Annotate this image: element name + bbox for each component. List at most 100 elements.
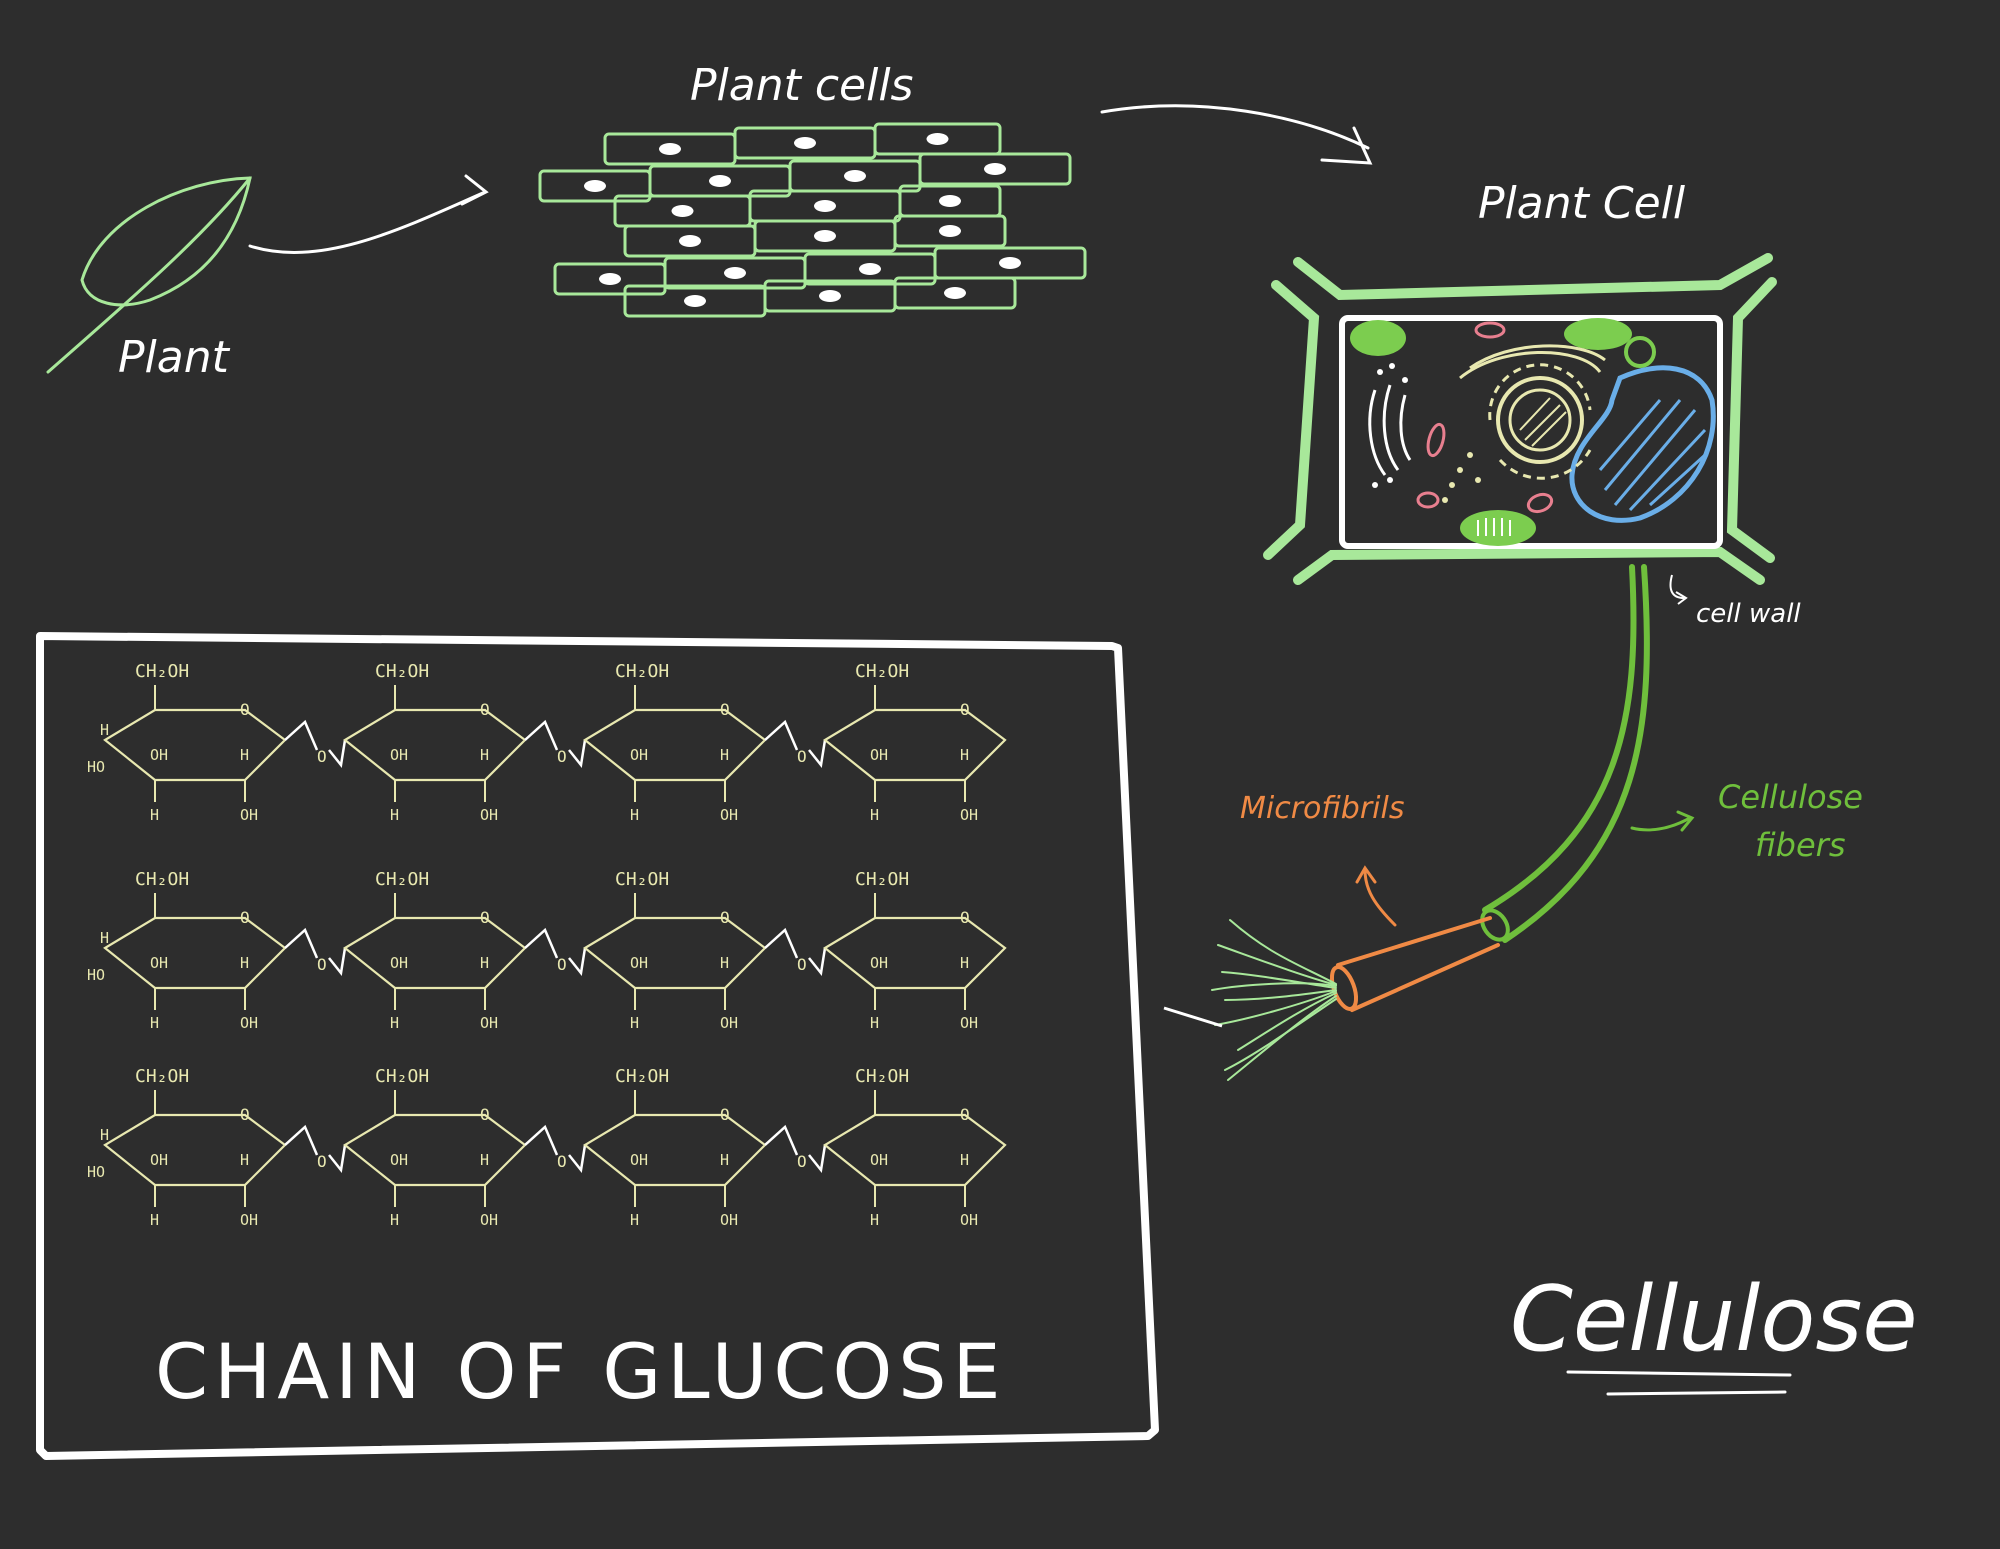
bridge-oxygen-label: O — [557, 1152, 567, 1171]
oh-label: OH — [630, 1151, 648, 1169]
glucose-ring — [823, 916, 1007, 990]
oh-label: OH — [480, 806, 498, 824]
plant-cell-small — [623, 284, 767, 318]
cellulose-fibers-arrow — [1630, 810, 1695, 832]
nucleus — [1496, 376, 1584, 464]
chloroplast — [1350, 320, 1406, 356]
ch2oh-label: CH₂OH — [615, 1066, 669, 1087]
oh-label: OH — [630, 746, 648, 764]
ring-oxygen-label: O — [480, 1105, 490, 1124]
oh-label: OH — [150, 746, 168, 764]
h-label: H — [390, 1014, 399, 1032]
glycosidic-bond: O — [284, 719, 347, 768]
glucose-ring — [103, 1113, 287, 1187]
glycosidic-bond: O — [524, 1124, 587, 1173]
ring-oxygen-label: O — [240, 908, 250, 927]
h-label: H — [630, 1014, 639, 1032]
plant-cell-small — [603, 132, 737, 166]
ch2oh-label: CH₂OH — [135, 1066, 189, 1087]
oh-label: OH — [240, 806, 258, 824]
oh-label: OH — [480, 1014, 498, 1032]
glycosidic-bond: O — [524, 719, 587, 768]
plant-cell-small — [733, 126, 877, 160]
oh-label: OH — [870, 1151, 888, 1169]
ring-oxygen-label: O — [960, 908, 970, 927]
fiber-strands — [1211, 919, 1337, 1081]
oh-label: OH — [630, 954, 648, 972]
oh-label: OH — [960, 806, 978, 824]
endoplasmic-reticulum — [1368, 384, 1412, 476]
bridge-oxygen-label: O — [797, 1152, 807, 1171]
glucose-ring — [823, 708, 1007, 782]
cellulose-title: Cellulose — [1510, 1267, 1918, 1372]
h-label: H — [150, 806, 159, 824]
bridge-oxygen-label: O — [317, 747, 327, 766]
microfibrils-arrow — [1355, 865, 1397, 927]
bridge-oxygen-label: O — [797, 747, 807, 766]
microfibrils-label: Microfibrils — [1240, 791, 1404, 826]
ring-oxygen-label: O — [240, 1105, 250, 1124]
oh-label: OH — [720, 1014, 738, 1032]
h-label: H — [480, 746, 489, 764]
plant-cell-small — [933, 246, 1087, 280]
h-label: H — [630, 806, 639, 824]
glucose-chain-frame — [36, 632, 1159, 1460]
bridge-oxygen-label: O — [797, 955, 807, 974]
ch2oh-label: CH₂OH — [615, 869, 669, 890]
leaf-icon — [46, 176, 252, 374]
glucose-ring — [343, 1113, 527, 1187]
glucose-ring — [583, 1113, 767, 1187]
ch2oh-label: CH₂OH — [375, 869, 429, 890]
h-label: H — [960, 746, 969, 764]
h-label: H — [240, 1151, 249, 1169]
h-label: H — [480, 1151, 489, 1169]
chain-of-glucose-label: CHAIN OF GLUCOSE — [155, 1327, 1007, 1416]
ch2oh-label: CH₂OH — [135, 661, 189, 682]
plant-cell-small — [753, 219, 897, 253]
ribosomes — [1372, 363, 1408, 488]
ho-label: HO — [87, 758, 105, 776]
ho-label: HO — [87, 966, 105, 984]
h-label: H — [720, 954, 729, 972]
h-label: H — [960, 954, 969, 972]
plant-cell — [1263, 253, 1777, 585]
oh-label: OH — [240, 1014, 258, 1032]
h-label: H — [390, 1211, 399, 1229]
oh-label: OH — [960, 1014, 978, 1032]
glycosidic-bond: O — [764, 1124, 827, 1173]
h-label: H — [630, 1211, 639, 1229]
plant-cell-label: Plant Cell — [1478, 178, 1686, 229]
glucose-ring — [583, 916, 767, 990]
plant-cell-small — [893, 214, 1007, 248]
h-label: H — [720, 746, 729, 764]
h-label: H — [150, 1211, 159, 1229]
cell-wall — [1263, 253, 1777, 585]
glucose-ring — [343, 708, 527, 782]
ring-oxygen-label: O — [720, 908, 730, 927]
ring-oxygen-label: O — [480, 908, 490, 927]
golgi-apparatus — [1459, 344, 1606, 380]
cell-membrane — [1339, 315, 1723, 549]
h-label: H — [150, 1014, 159, 1032]
glucose-ring — [823, 1113, 1007, 1187]
arrow-plant-to-cells — [248, 174, 489, 254]
h-label: H — [480, 954, 489, 972]
ring-oxygen-label: O — [480, 700, 490, 719]
chloroplast — [1564, 318, 1632, 350]
oh-label: OH — [390, 1151, 408, 1169]
bridge-oxygen-label: O — [557, 747, 567, 766]
plant-label: Plant — [118, 332, 231, 383]
oh-label: OH — [390, 954, 408, 972]
cellulose-fibers-label-line2: fibers — [1755, 826, 1846, 864]
vacuole-hatching — [1598, 399, 1707, 512]
ch2oh-label: CH₂OH — [375, 661, 429, 682]
ch2oh-label: CH₂OH — [855, 869, 909, 890]
